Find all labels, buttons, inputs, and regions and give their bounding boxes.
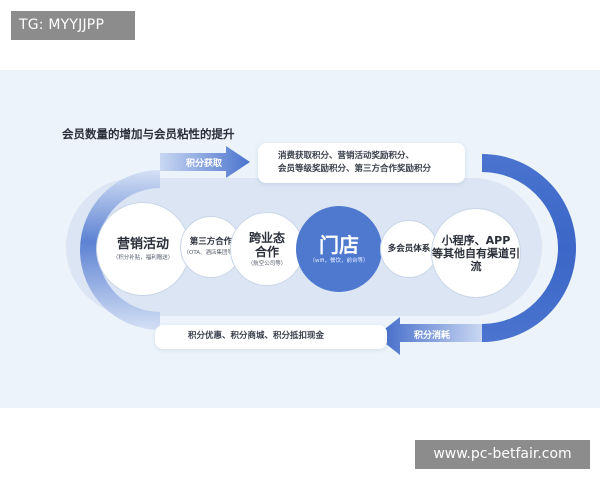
right-loop-arc bbox=[482, 154, 576, 342]
points-acquire-box: 消费获取积分、营销活动奖励积分、 会员等级奖励积分、第三方合作奖励积分 bbox=[258, 143, 465, 183]
points-acquire-line-1: 消费获取积分、营销活动奖励积分、 bbox=[278, 151, 415, 161]
points-consume-text: 积分优惠、积分商城、积分抵扣现金 bbox=[188, 331, 325, 341]
node-cross-industry: 跨业态 合作 （航空公司等） bbox=[230, 212, 304, 286]
node-cross-industry-title-1: 跨业态 bbox=[248, 230, 285, 245]
node-store-sub: （wifi，餐饮，前台等） bbox=[309, 257, 369, 264]
left-loop-arc bbox=[80, 170, 160, 330]
node-marketing-title: 营销活动 bbox=[116, 236, 169, 252]
node-marketing: 营销活动 （积分补贴，福利赠送） bbox=[96, 202, 190, 296]
node-marketing-sub: （积分补贴，福利赠送） bbox=[112, 254, 174, 261]
arrow-points-acquire bbox=[160, 146, 250, 178]
node-multi-member-title: 多会员体系 bbox=[387, 244, 431, 254]
node-cross-industry-title-2: 合作 bbox=[254, 244, 279, 259]
points-consume-box: 积分优惠、积分商城、积分抵扣现金 bbox=[155, 325, 387, 349]
node-own-channels: 小程序、APP 等其他自有渠道引 流 bbox=[431, 208, 521, 298]
node-store-title: 门店 bbox=[319, 232, 359, 257]
node-third-party-title: 第三方合作 bbox=[189, 237, 233, 247]
node-own-channels-line-3: 流 bbox=[470, 259, 482, 273]
watermark-bottom-right: www.pc-betfair.com bbox=[415, 440, 590, 469]
arrow-top-label: 积分获取 bbox=[186, 157, 223, 169]
watermark-top-left: TG: MYYJJPP bbox=[11, 11, 135, 40]
diagram-heading: 会员数量的增加与会员粘性的提升 bbox=[62, 127, 235, 141]
node-cross-industry-sub: （航空公司等） bbox=[247, 260, 287, 267]
node-own-channels-line-1: 小程序、APP bbox=[441, 233, 511, 247]
node-multi-member: 多会员体系 bbox=[380, 220, 438, 278]
node-own-channels-line-2: 等其他自有渠道引 bbox=[432, 246, 520, 260]
node-store: 门店 （wifi，餐饮，前台等） bbox=[296, 206, 382, 292]
node-third-party-sub: （OTA、酒店集团等） bbox=[183, 250, 239, 256]
points-acquire-line-2: 会员等级奖励积分、第三方合作奖励积分 bbox=[278, 164, 432, 174]
arrow-points-consume bbox=[376, 317, 482, 355]
arrow-bottom-label: 积分消耗 bbox=[414, 329, 450, 341]
